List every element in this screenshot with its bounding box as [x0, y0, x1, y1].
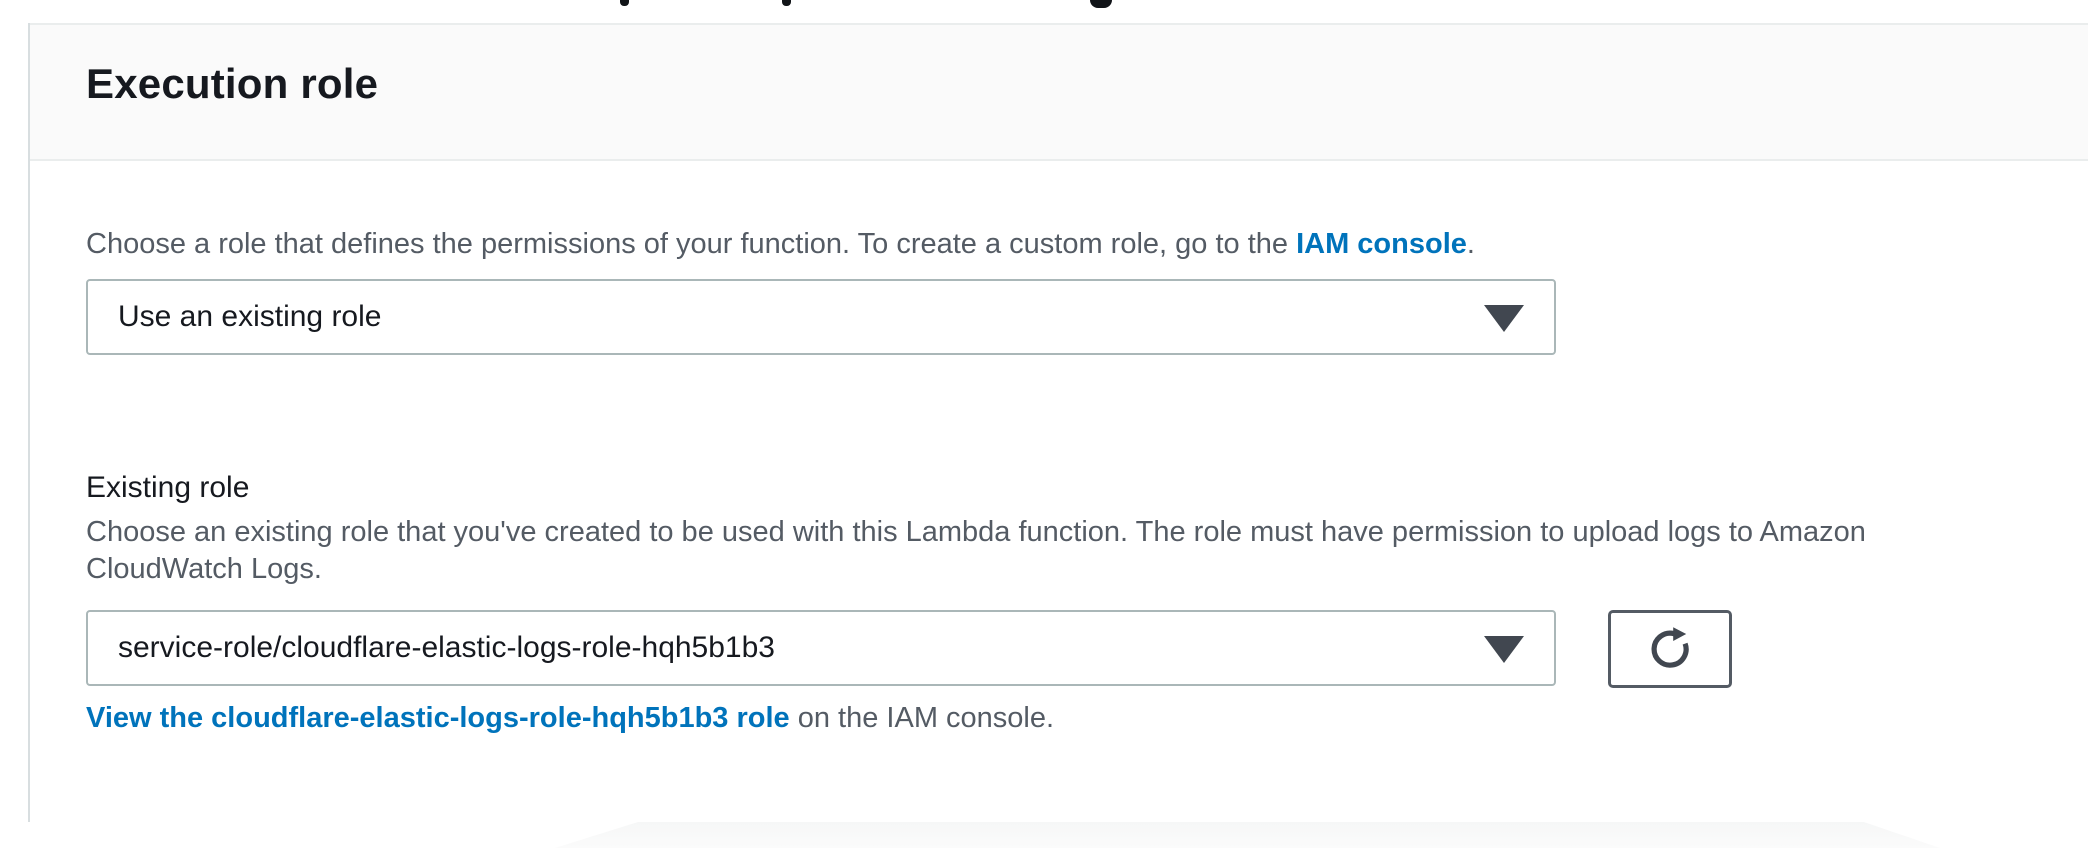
clipped-text-remnant — [1090, 0, 1112, 8]
refresh-roles-button[interactable] — [1608, 610, 1732, 688]
section-header: Execution role — [30, 23, 2088, 161]
caret-down-icon — [1484, 305, 1524, 332]
caret-down-icon — [1484, 636, 1524, 663]
intro-text: Choose a role that defines the permissio… — [86, 227, 2088, 261]
clipped-text-remnant — [620, 0, 629, 6]
execution-role-section: Execution role Choose a role that define… — [28, 23, 2088, 822]
view-role-link[interactable]: View the cloudflare-elastic-logs-role-hq… — [86, 702, 790, 734]
view-role-suffix: on the IAM console. — [789, 702, 1055, 734]
existing-role-select-value: service-role/cloudflare-elastic-logs-rol… — [118, 631, 775, 664]
intro-text-before: Choose a role that defines the permissio… — [86, 228, 1297, 260]
intro-text-after: . — [1466, 228, 1475, 260]
existing-role-row: service-role/cloudflare-elastic-logs-rol… — [86, 610, 2088, 688]
section-title: Execution role — [86, 60, 379, 107]
refresh-icon — [1651, 627, 1689, 668]
iam-console-link[interactable]: IAM console — [1296, 228, 1467, 260]
section-body: Choose a role that defines the permissio… — [30, 227, 2088, 736]
next-section-top-edge — [555, 822, 1940, 848]
clipped-text-remnant — [782, 0, 791, 6]
role-source-select-value: Use an existing role — [118, 300, 382, 333]
role-source-select[interactable]: Use an existing role — [86, 279, 1556, 355]
existing-role-description: Choose an existing role that you've crea… — [86, 516, 1866, 585]
view-role-line: View the cloudflare-elastic-logs-role-hq… — [86, 700, 2088, 736]
existing-role-label: Existing role — [86, 471, 250, 504]
existing-role-select[interactable]: service-role/cloudflare-elastic-logs-rol… — [86, 610, 1556, 686]
